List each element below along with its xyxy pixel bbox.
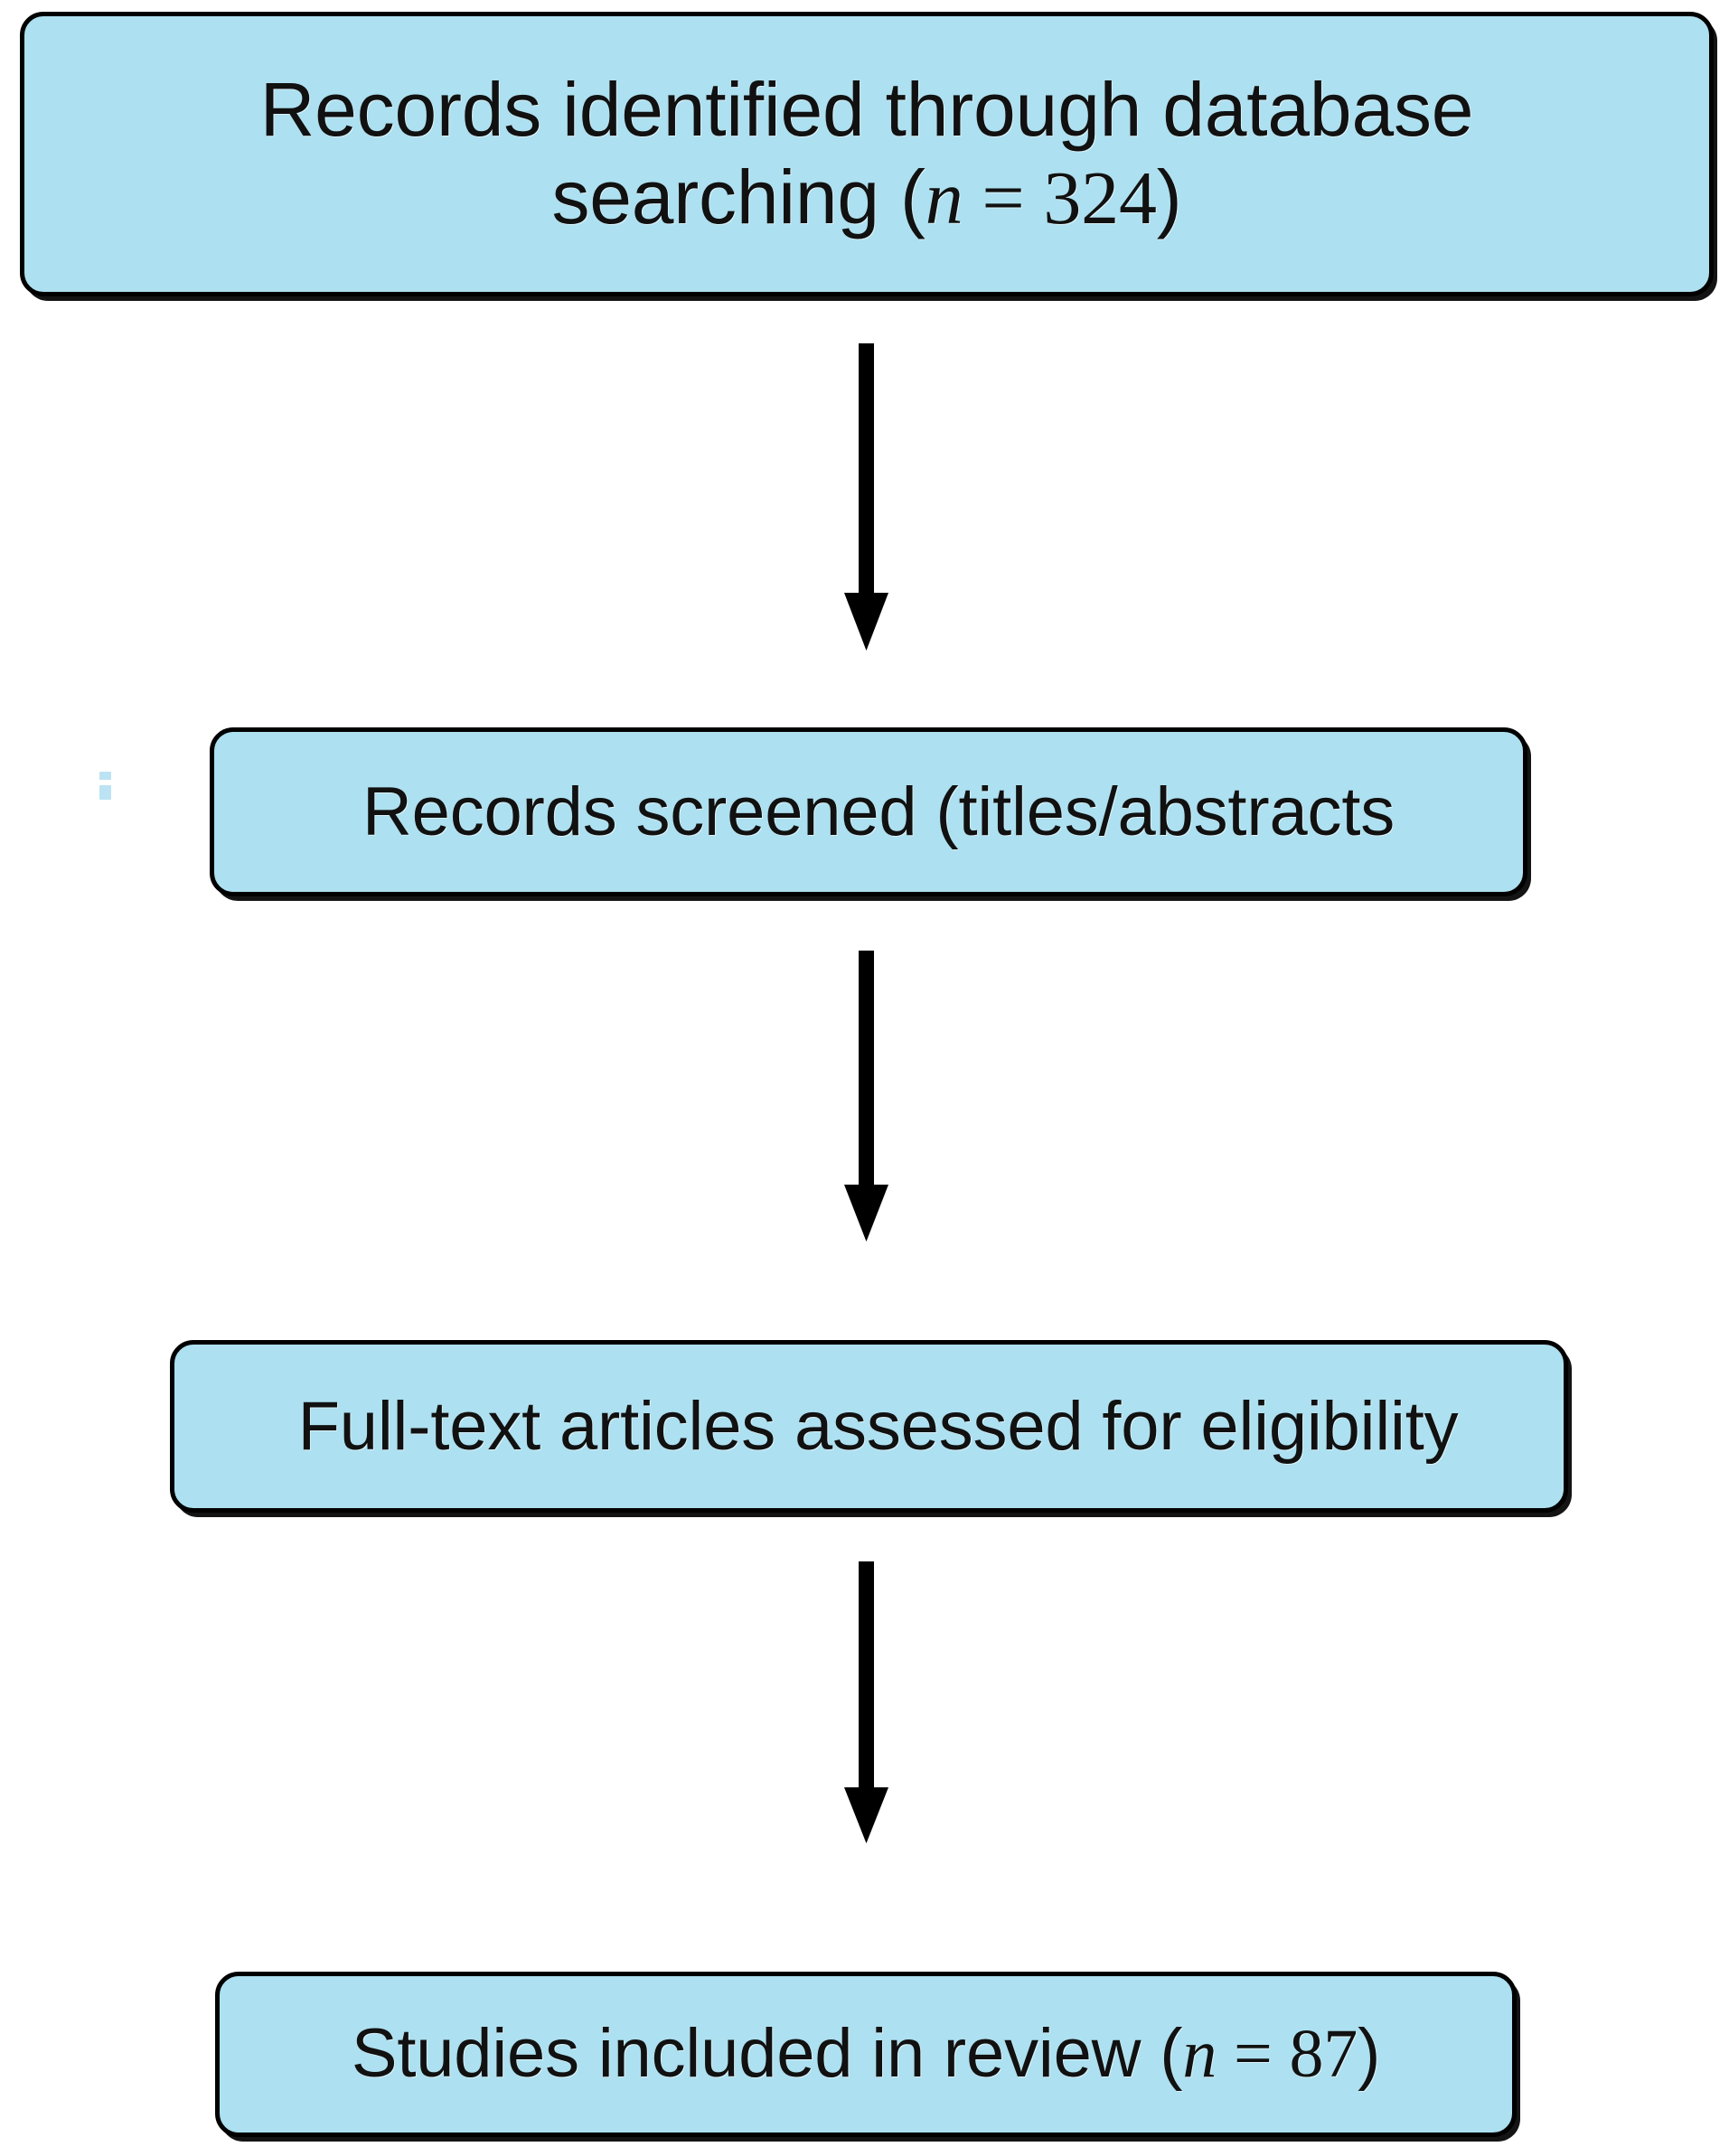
flowchart-node-included[interactable]: Studies included in review (n = 87) (215, 1972, 1517, 2137)
node-included-text-suffix: ) (1358, 2015, 1381, 2093)
stray-fragment-gap (99, 780, 111, 785)
node-identification-n-symbol: n (925, 156, 963, 240)
node-included-count: = 87 (1217, 2016, 1358, 2093)
node-identification-line1: Records identified through database (259, 66, 1474, 152)
flowchart-arrow-identification-to-screening (0, 343, 1729, 655)
node-included-text-prefix: Studies included in review ( (351, 2015, 1183, 2093)
flowchart-arrow-eligibility-to-included (0, 1561, 1729, 1851)
node-included-n-symbol: n (1182, 2016, 1217, 2093)
stray-blue-fragment (99, 772, 111, 800)
flowchart-arrow-screening-to-eligibility (0, 951, 1729, 1249)
node-eligibility-label: Full-text articles assessed for eligibil… (297, 1387, 1459, 1465)
flowchart-node-screening[interactable]: Records screened (titles/abstracts (210, 727, 1527, 896)
node-included-label: Studies included in review (n = 87) (351, 2015, 1381, 2093)
flowchart-node-identification[interactable]: Records identified through database sear… (20, 12, 1714, 296)
node-identification-line2-prefix: searching ( (551, 155, 926, 239)
flowchart-node-eligibility[interactable]: Full-text articles assessed for eligibil… (170, 1340, 1568, 1513)
node-identification-count: = 324 (963, 156, 1157, 240)
node-identification-label: Records identified through database sear… (233, 66, 1501, 243)
node-screening-label: Records screened (titles/abstracts (362, 773, 1395, 850)
node-identification-line2-suffix: ) (1156, 155, 1182, 239)
